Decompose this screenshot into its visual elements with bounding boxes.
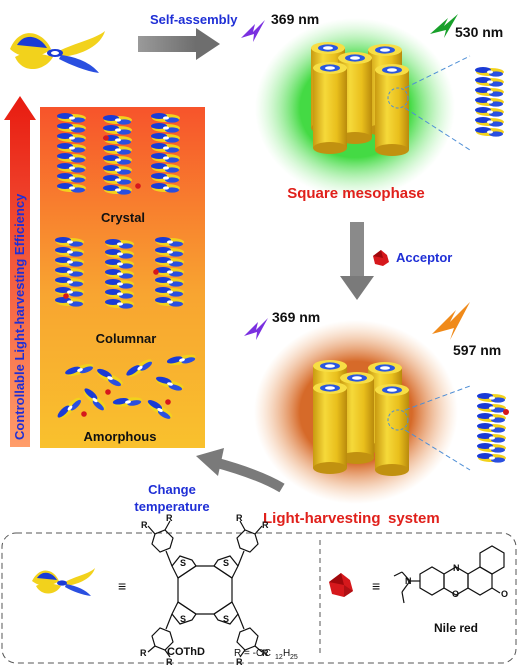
stacked-column-top (475, 67, 504, 137)
svg-text:N: N (405, 576, 412, 586)
emission-wavelength-top: 530 nm (455, 24, 503, 40)
svg-text:R: R (262, 648, 269, 658)
amorphous-molecules (55, 351, 197, 422)
columnar-stacks (55, 237, 184, 309)
acceptor-arrow (340, 222, 374, 300)
temperature-label: temperature (134, 499, 209, 514)
equiv-sign-nile-red: ≡ (372, 578, 380, 594)
emission-bolt-bottom-icon (432, 302, 470, 340)
svg-text:R = -OC: R = -OC (234, 648, 271, 659)
nile-red-icon-arrow (373, 250, 389, 266)
coThd-molecule-icon (10, 31, 105, 73)
self-assembly-arrow (138, 28, 220, 60)
excitation-bolt-top-icon (241, 20, 265, 42)
svg-text:N: N (453, 563, 460, 573)
zoom-circle-bottom (387, 409, 409, 431)
svg-text:12: 12 (275, 654, 283, 661)
zoom-line-bottom-a (404, 385, 471, 411)
svg-text:S: S (223, 614, 229, 624)
excitation-wavelength-bottom: 369 nm (272, 309, 320, 325)
nile-red-atom-labels: O N O N (405, 563, 508, 599)
svg-text:R: R (141, 520, 148, 530)
cothd-atom-labels: R R R R R R R R S S S S (140, 513, 269, 666)
zoom-line-bottom-b (404, 429, 471, 471)
system-label: system (388, 510, 440, 527)
svg-text:R: R (140, 648, 147, 658)
svg-text:R: R (166, 657, 173, 666)
svg-text:O: O (452, 589, 459, 599)
legend-molecule-icon (32, 568, 95, 596)
self-assembly-label: Self-assembly (150, 12, 238, 27)
molecule-name: COThD (167, 646, 205, 658)
nile-red-structure (393, 545, 505, 604)
zoom-line-top-a (404, 55, 471, 89)
svg-text:R: R (236, 657, 243, 666)
square-mesophase-cylinders (311, 42, 409, 156)
svg-text:H: H (283, 648, 290, 659)
svg-text:S: S (180, 614, 186, 624)
efficiency-arrow (4, 96, 36, 447)
svg-text:25: 25 (290, 654, 298, 661)
light-harvesting-cylinders (313, 360, 409, 476)
r-group-formula: R = -OC 12 H 25 (234, 648, 298, 661)
emission-wavelength-bottom: 597 nm (453, 342, 501, 358)
change-temperature-arrow (196, 448, 285, 493)
legend-box (1, 532, 517, 664)
zoom-line-top-b (404, 107, 471, 151)
legend-nile-red-icon (329, 573, 353, 597)
controllable-efficiency-label: Controllable Light-harvesting Efficiency (12, 193, 27, 440)
equiv-sign-molecule: ≡ (118, 578, 126, 594)
svg-text:S: S (223, 558, 229, 568)
svg-text:R: R (166, 513, 173, 523)
svg-text:O: O (501, 589, 508, 599)
svg-text:R: R (236, 513, 243, 523)
cothd-structure (147, 520, 263, 658)
change-label: Change (148, 482, 196, 497)
zoom-circle-top (387, 87, 409, 109)
light-harvesting-label: Light-harvesting (263, 510, 381, 527)
excitation-wavelength-top: 369 nm (271, 11, 319, 27)
svg-text:R: R (262, 520, 269, 530)
crystal-stacks (57, 113, 180, 195)
phase-label-columnar: Columnar (96, 331, 157, 346)
emission-bolt-top-icon (430, 14, 458, 38)
phase-label-crystal: Crystal (101, 210, 145, 225)
square-mesophase-label: Square mesophase (287, 185, 425, 202)
acceptor-label: Acceptor (396, 250, 452, 265)
phase-label-amorphous: Amorphous (84, 429, 157, 444)
svg-text:S: S (180, 558, 186, 568)
acceptor-name: Nile red (434, 621, 478, 635)
excitation-bolt-bottom-icon (244, 318, 268, 340)
stacked-column-bottom (477, 393, 509, 463)
